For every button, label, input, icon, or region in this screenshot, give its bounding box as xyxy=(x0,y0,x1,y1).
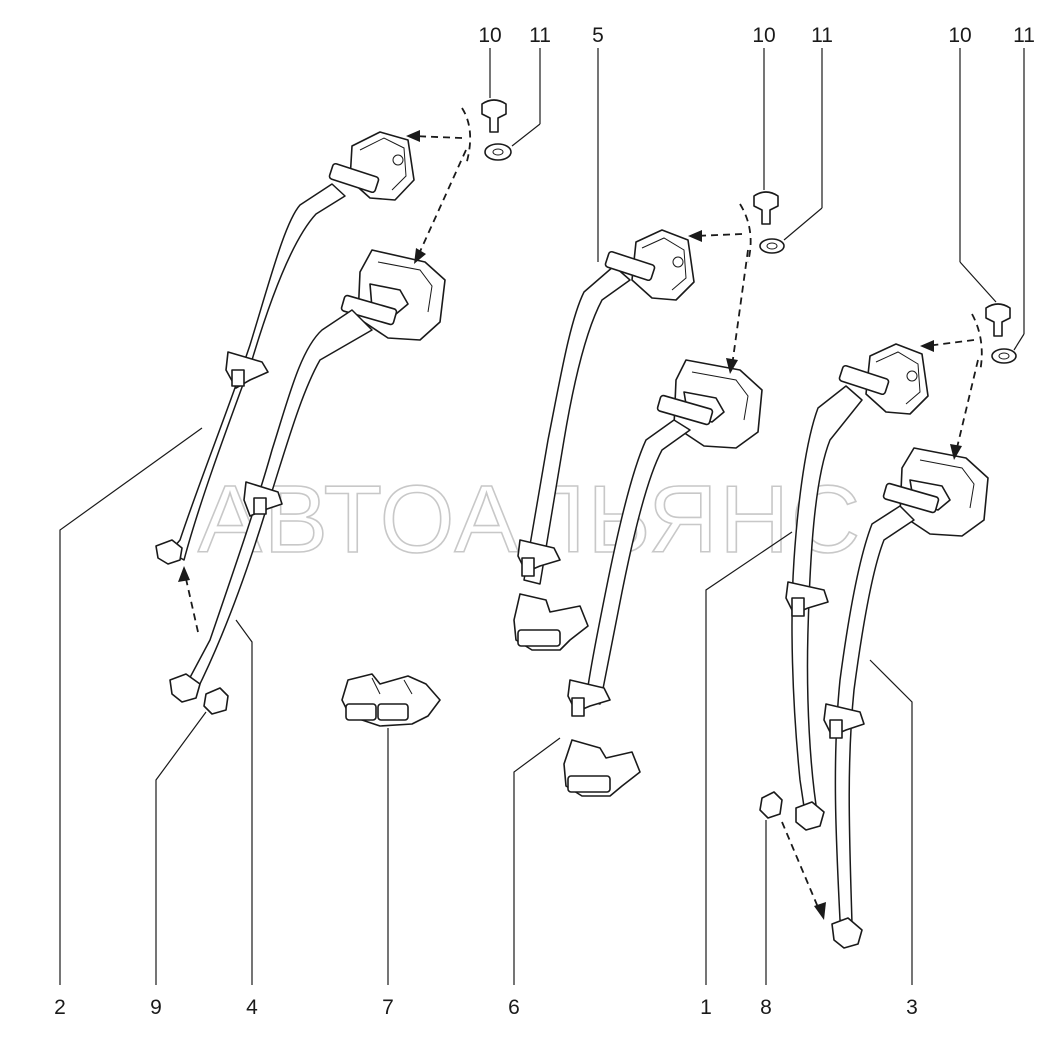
callout-10-right: 10 xyxy=(948,24,971,47)
callout-5: 5 xyxy=(592,24,604,47)
belt-4-anchor xyxy=(169,673,201,703)
belt-3-anchor xyxy=(831,917,863,949)
belt-5-strap xyxy=(523,265,631,585)
washer-11-left xyxy=(484,143,512,161)
belt-4-tongue-slot xyxy=(253,497,267,515)
retractor-left-upper xyxy=(328,131,415,201)
callout-4: 4 xyxy=(246,996,258,1019)
dashed-arrow-left-top xyxy=(411,135,463,139)
part-8-spacer xyxy=(759,791,783,819)
bolt-10-right xyxy=(985,303,1011,337)
callout-11-left: 11 xyxy=(529,24,551,47)
belt-2-anchor xyxy=(155,539,183,565)
buckle-6-tongue xyxy=(567,775,611,793)
belt-6-strap xyxy=(585,419,691,705)
right-assembly xyxy=(759,343,989,949)
washer-11-middle xyxy=(759,238,785,254)
washer-11-right xyxy=(991,348,1017,364)
fasteners-left xyxy=(406,99,512,264)
callout-9: 9 xyxy=(150,996,162,1019)
callout-7: 7 xyxy=(382,996,394,1019)
callout-3: 3 xyxy=(906,996,918,1019)
belt-2-tongue-slot xyxy=(231,369,245,387)
belt-3-tongue-slot xyxy=(829,719,843,739)
callout-10-left: 10 xyxy=(478,24,501,47)
leader-lines xyxy=(59,48,1025,985)
dashed-arrow-right-anchor xyxy=(781,821,821,913)
belt-1-tongue-slot xyxy=(791,597,805,617)
callout-10-middle: 10 xyxy=(752,24,775,47)
retractor-left-lower xyxy=(340,249,446,341)
belt-5-tongue-slot xyxy=(521,557,535,577)
dashed-arrow-left-lower xyxy=(417,149,467,257)
cut-line-right xyxy=(971,313,983,373)
fasteners-right xyxy=(920,303,1017,460)
bolt-10-middle xyxy=(753,191,779,225)
callout-8: 8 xyxy=(760,996,772,1019)
buckle-5-tongue xyxy=(517,629,561,647)
dashed-arrow-right-lower xyxy=(955,359,979,453)
callout-1: 1 xyxy=(700,996,712,1019)
left-assembly xyxy=(155,131,446,715)
middle-assembly xyxy=(513,229,763,797)
part-9-spacer xyxy=(203,687,229,715)
callout-11-middle: 11 xyxy=(811,24,833,47)
belt-6-tongue-slot xyxy=(571,697,585,717)
retractor-middle-upper xyxy=(604,229,695,301)
retractor-right-lower xyxy=(882,447,989,537)
retractor-middle-lower xyxy=(656,359,763,449)
callout-6: 6 xyxy=(508,996,520,1019)
callout-2: 2 xyxy=(54,996,66,1019)
fasteners-middle xyxy=(688,191,785,374)
callout-11-right: 11 xyxy=(1013,24,1035,47)
bolt-10-left xyxy=(481,99,507,133)
retractor-right-upper xyxy=(838,343,929,415)
dashed-arrow-middle-lower xyxy=(731,249,749,367)
cut-line-middle xyxy=(739,203,752,263)
belt-1-anchor xyxy=(795,801,825,831)
callout-numbers: 10 11 5 10 11 10 11 2 9 4 7 6 1 8 3 xyxy=(54,24,1035,1019)
cut-line-left xyxy=(461,107,472,166)
part-7-buckle-pair xyxy=(341,673,441,727)
